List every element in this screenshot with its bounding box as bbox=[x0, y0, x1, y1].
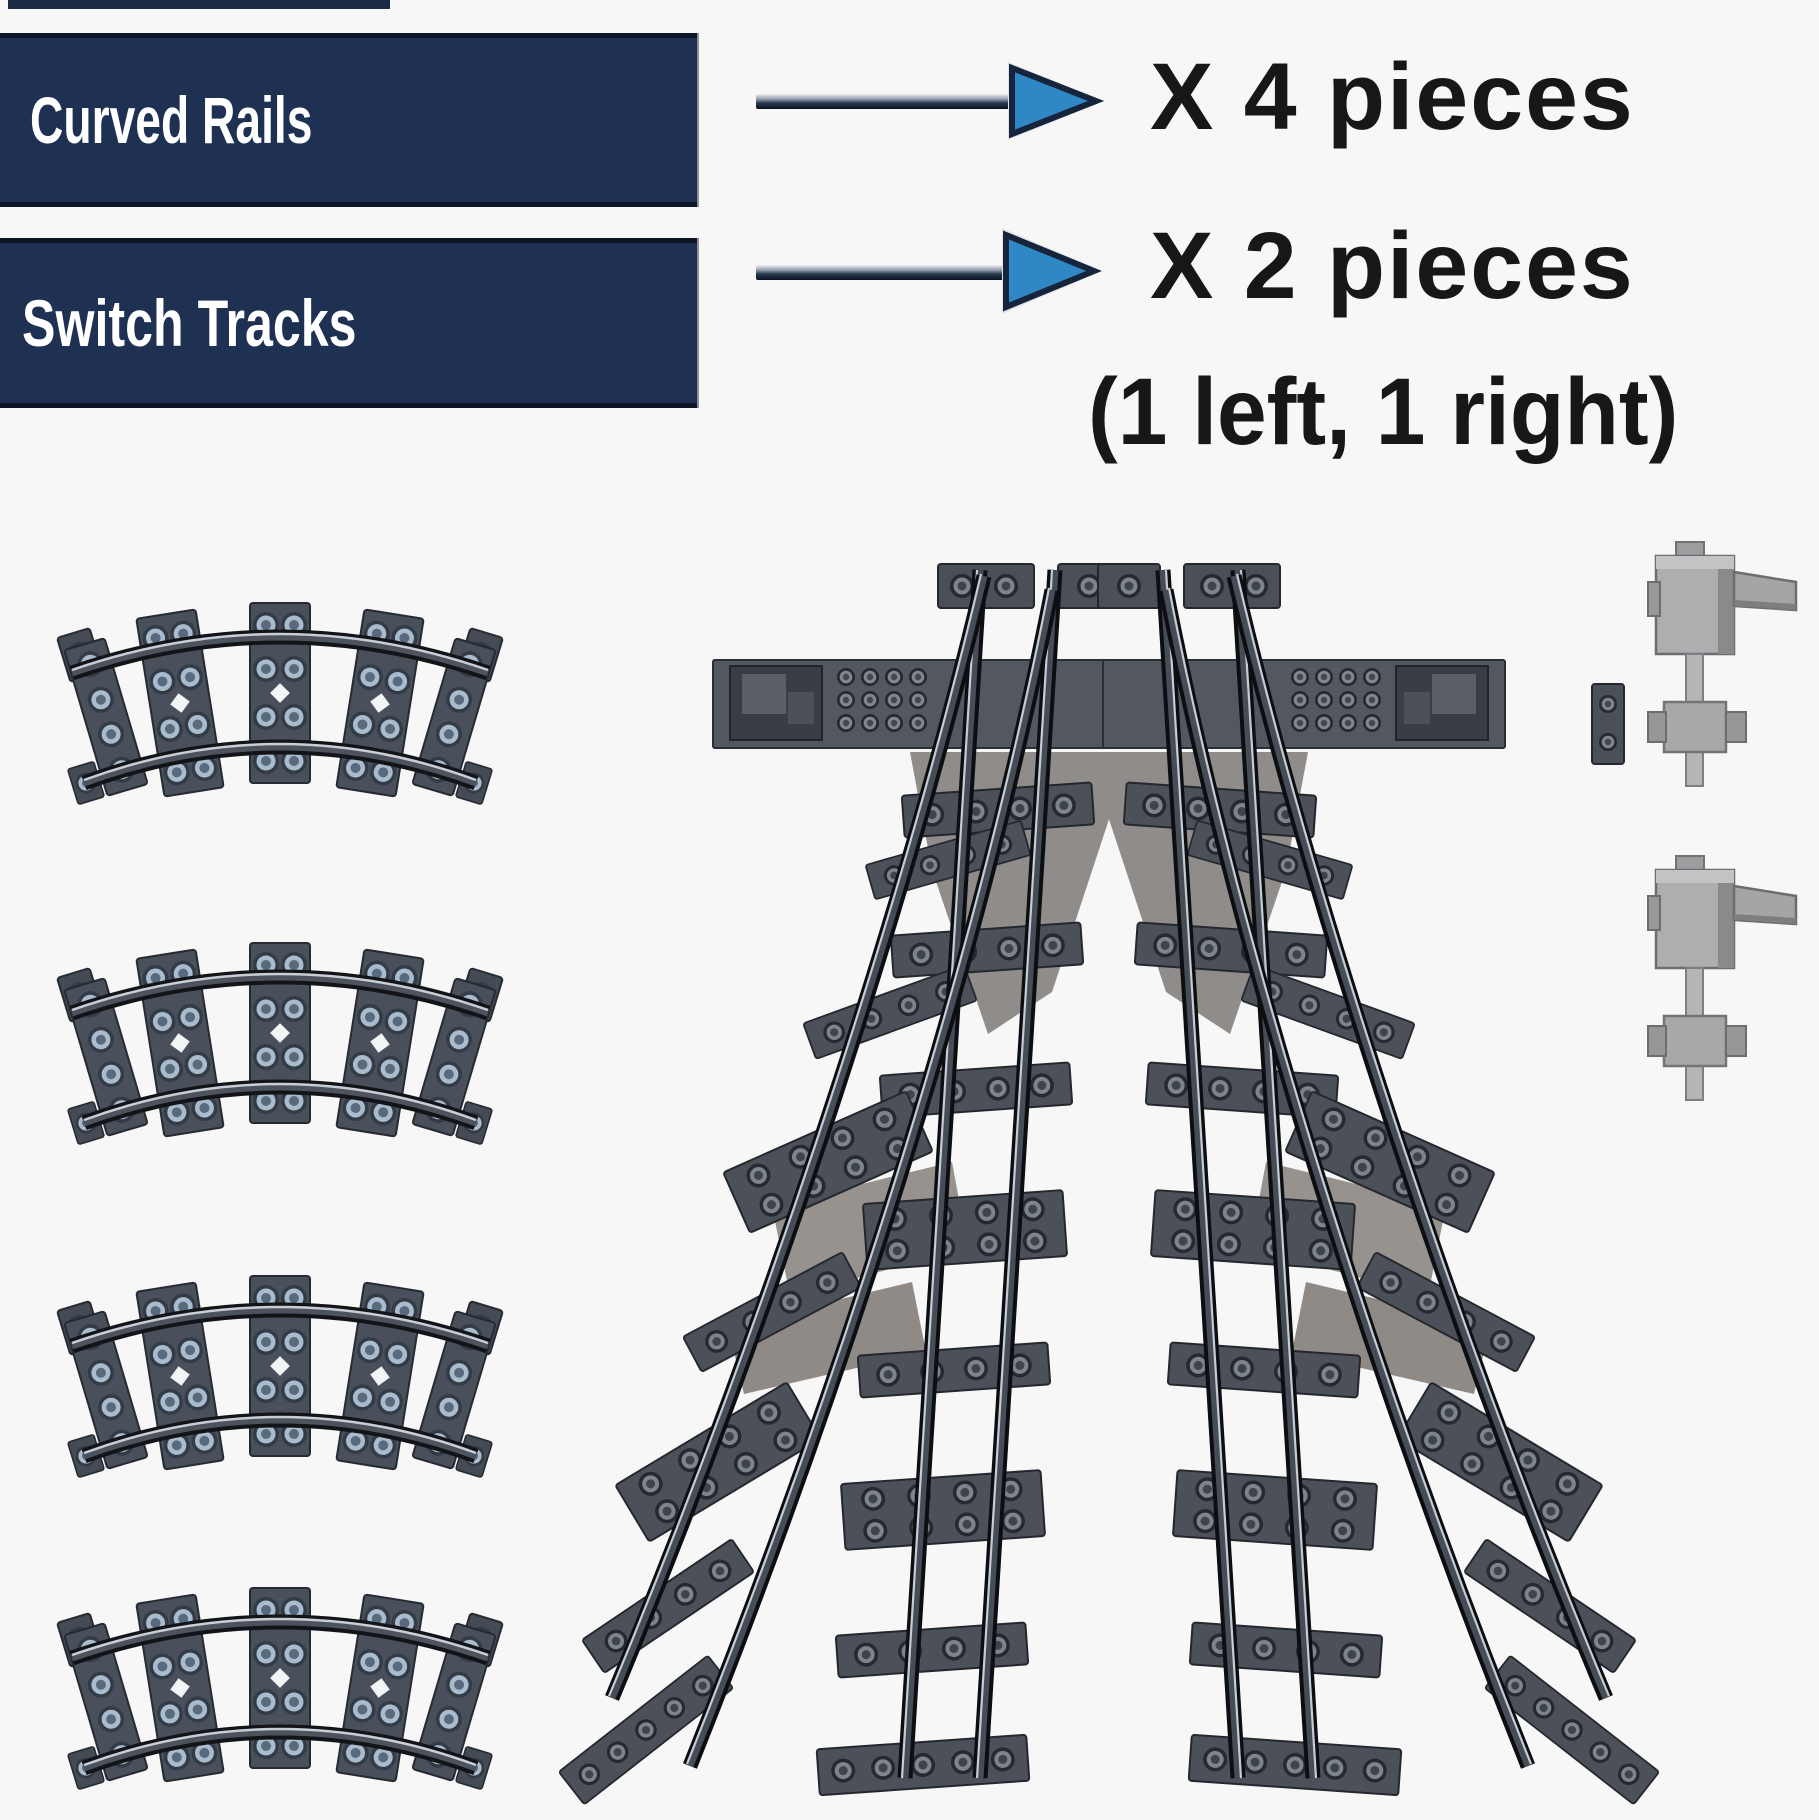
switch-tracks-label: Switch Tracks bbox=[22, 286, 357, 360]
curved-rail-piece-1 bbox=[60, 585, 500, 835]
curved-rail-piece-2 bbox=[60, 925, 500, 1175]
switch-track-right bbox=[1078, 560, 1658, 1790]
curved-rail-piece-3 bbox=[60, 1258, 500, 1508]
switch-tracks-note: (1 left, 1 right) bbox=[1088, 359, 1679, 465]
curved-rails-label: Curved Rails bbox=[30, 83, 313, 157]
arrow-icon bbox=[756, 62, 1105, 140]
curved-rails-count: X 4 pieces bbox=[1150, 44, 1635, 150]
switch-end-plate bbox=[1591, 683, 1625, 765]
switch-track-left bbox=[560, 560, 1140, 1790]
switch-lever-2 bbox=[1646, 854, 1798, 1102]
switch-tracks-label-box: Switch Tracks bbox=[0, 238, 697, 408]
curved-rails-label-box: Curved Rails bbox=[0, 33, 697, 207]
arrow-icon bbox=[756, 228, 1102, 314]
switch-tracks-count: X 2 pieces bbox=[1150, 213, 1635, 319]
curved-rail-piece-4 bbox=[60, 1570, 500, 1820]
switch-lever-1 bbox=[1646, 540, 1798, 788]
top-edge-bar bbox=[8, 0, 390, 9]
